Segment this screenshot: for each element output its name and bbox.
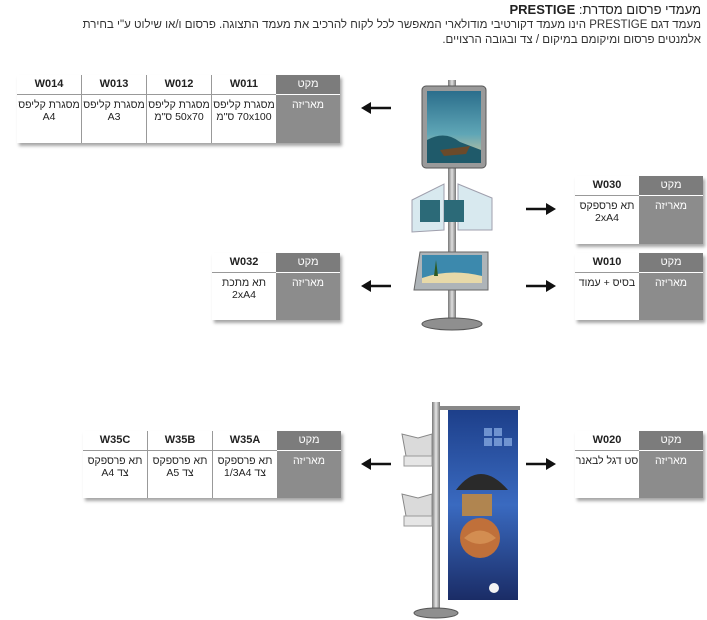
label-column: מקט מאריזה <box>276 75 340 143</box>
prestige-stand-illustration <box>411 80 493 331</box>
product-code: W014 <box>17 75 81 95</box>
flag-table: מקט מאריזה W020 סט דגל לבאנר <box>575 431 703 498</box>
product-code: W032 <box>212 253 276 273</box>
makat-label: מקט <box>639 176 703 196</box>
product-column: W014 מסגרת קליפס A4 <box>17 75 81 143</box>
makat-label: מקט <box>639 431 703 451</box>
metal-pocket-table: מקט מאריזה W032 תא מתכת 2xA4 <box>212 253 340 320</box>
product-column: W020 סט דגל לבאנר <box>575 431 639 498</box>
product-desc: תא פרספקס צד A4 <box>83 451 147 498</box>
product-column: W032 תא מתכת 2xA4 <box>212 253 276 320</box>
frames-table: מקט מאריזה W011 מסגרת קליפס 70x100 ס"מ W… <box>17 75 340 143</box>
label-column: מקט מאריזה <box>639 176 703 244</box>
product-column: W011 מסגרת קליפס 70x100 ס"מ <box>211 75 276 143</box>
perspex-table: מקט מאריזה W030 תא פרספקס 2xA4 <box>575 176 703 244</box>
description-label: מאריזה <box>639 451 703 498</box>
product-desc: בסיס + עמוד <box>575 273 639 320</box>
makat-label: מקט <box>277 431 341 451</box>
product-column: W030 תא פרספקס 2xA4 <box>575 176 639 244</box>
left-arrow-icon <box>361 458 391 470</box>
product-code: W013 <box>82 75 146 95</box>
description-label: מאריזה <box>277 451 341 498</box>
product-column: W35B תא פרספקס צד A5 <box>147 431 212 498</box>
product-desc: מסגרת קליפס 50x70 ס"מ <box>147 95 211 143</box>
product-column: W35A תא פרספקס צד 1/3A4 <box>212 431 277 498</box>
intro-line-2: אלמנטים פרסום ומיקומם במיקום / צד ובגובה… <box>442 34 701 46</box>
product-desc: מסגרת קליפס 70x100 ס"מ <box>212 95 276 143</box>
description-label: מאריזה <box>276 95 340 143</box>
product-desc: מסגרת קליפס A3 <box>82 95 146 143</box>
product-code: W011 <box>212 75 276 95</box>
right-arrow-icon <box>526 458 556 470</box>
side-pockets-table: מקט מאריזה W35A תא פרספקס צד 1/3A4 W35B … <box>83 431 341 498</box>
right-arrow-icon <box>526 203 556 215</box>
base-table: מקט מאריזה W010 בסיס + עמוד <box>575 253 703 320</box>
makat-label: מקט <box>276 75 340 95</box>
product-code: W012 <box>147 75 211 95</box>
product-desc: תא פרספקס צד A5 <box>148 451 212 498</box>
label-column: מקט מאריזה <box>277 431 341 498</box>
label-column: מקט מאריזה <box>639 253 703 320</box>
banner-stand-illustration <box>401 402 520 619</box>
product-code: W020 <box>575 431 639 451</box>
product-desc: מסגרת קליפס A4 <box>17 95 81 143</box>
product-code: W030 <box>575 176 639 196</box>
product-code: W35C <box>83 431 147 451</box>
product-column: W010 בסיס + עמוד <box>575 253 639 320</box>
label-column: מקט מאריזה <box>276 253 340 320</box>
product-code: W35B <box>148 431 212 451</box>
product-column: W35C תא פרספקס צד A4 <box>83 431 147 498</box>
product-column: W013 מסגרת קליפס A3 <box>81 75 146 143</box>
makat-label: מקט <box>276 253 340 273</box>
product-desc: תא מתכת 2xA4 <box>212 273 276 320</box>
label-column: מקט מאריזה <box>639 431 703 498</box>
product-desc: סט דגל לבאנר <box>575 451 639 498</box>
product-desc: תא פרספקס 2xA4 <box>575 196 639 244</box>
left-arrow-icon <box>361 102 391 114</box>
description-label: מאריזה <box>276 273 340 320</box>
description-label: מאריזה <box>639 273 703 320</box>
page-title: מעמדי פרסום מסדרת: PRESTIGE <box>11 2 702 18</box>
product-column: W012 מסגרת קליפס 50x70 ס"מ <box>146 75 211 143</box>
product-desc: תא פרספקס צד 1/3A4 <box>213 451 277 498</box>
product-code: W35A <box>213 431 277 451</box>
left-arrow-icon <box>361 280 391 292</box>
description-label: מאריזה <box>639 196 703 244</box>
makat-label: מקט <box>639 253 703 273</box>
title-brand: PRESTIGE <box>509 2 576 17</box>
page-header: מעמדי פרסום מסדרת: PRESTIGE מעמד דגם PRE… <box>11 2 701 48</box>
product-code: W010 <box>575 253 639 273</box>
title-prefix: מעמדי פרסום מסדרת: <box>578 2 701 17</box>
intro-line-1: מעמד דגם PRESTIGE הינו מעמד דקורטיבי מוד… <box>82 19 701 31</box>
right-arrow-icon <box>526 280 556 292</box>
